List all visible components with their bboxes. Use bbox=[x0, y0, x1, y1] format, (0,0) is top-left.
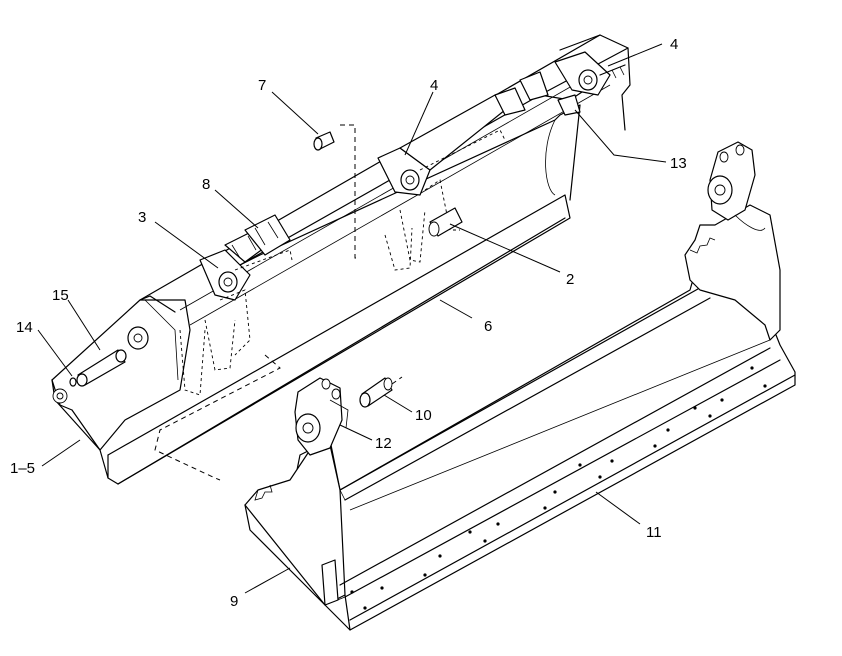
bushing-10 bbox=[359, 376, 403, 408]
callout-11: 11 bbox=[646, 524, 662, 541]
callout-13: 13 bbox=[670, 155, 687, 172]
callout-12: 12 bbox=[375, 435, 392, 452]
callout-4-center: 4 bbox=[430, 77, 438, 94]
washer-14 bbox=[69, 377, 77, 387]
callout-15: 15 bbox=[52, 287, 69, 304]
callout-4-right: 4 bbox=[670, 36, 678, 53]
bushing-7 bbox=[313, 131, 335, 151]
callout-6: 6 bbox=[484, 318, 492, 335]
callout-8: 8 bbox=[202, 176, 210, 193]
leader-lines bbox=[37, 43, 667, 594]
pin-15 bbox=[76, 349, 127, 387]
bolt-holes bbox=[350, 366, 767, 610]
callout-3: 3 bbox=[138, 209, 146, 226]
callout-14: 14 bbox=[16, 319, 33, 336]
callout-1-5: 1–5 bbox=[10, 460, 35, 477]
bucket-assembly bbox=[244, 141, 796, 631]
callout-10: 10 bbox=[415, 407, 432, 424]
callout-7: 7 bbox=[258, 77, 266, 94]
callout-labels: 1–5 2 3 4 4 6 7 8 9 10 11 12 13 14 15 bbox=[10, 36, 687, 610]
main-frame-assembly bbox=[51, 34, 631, 485]
callout-2: 2 bbox=[566, 271, 574, 288]
callout-9: 9 bbox=[230, 593, 238, 610]
